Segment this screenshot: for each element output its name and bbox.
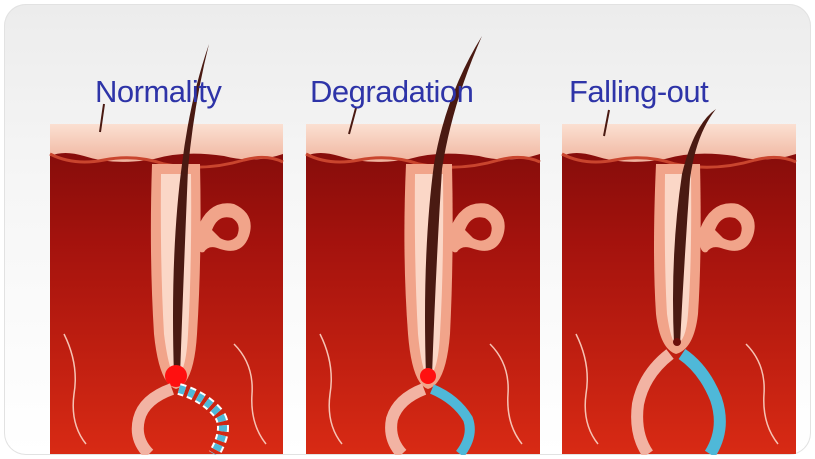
hair-bulb — [420, 368, 436, 384]
hair-stages-illustration — [4, 4, 811, 455]
stage-label-degradation: Degradation — [310, 74, 473, 110]
stage-label-falling-out: Falling-out — [569, 74, 708, 110]
stage-label-normality: Normality — [95, 74, 221, 110]
illustration-frame: Normality Degradation Falling-out — [4, 4, 811, 455]
hair-bulb-shrunk — [673, 338, 681, 346]
panel-falling-out — [562, 109, 796, 454]
hair-bulb — [165, 365, 187, 387]
